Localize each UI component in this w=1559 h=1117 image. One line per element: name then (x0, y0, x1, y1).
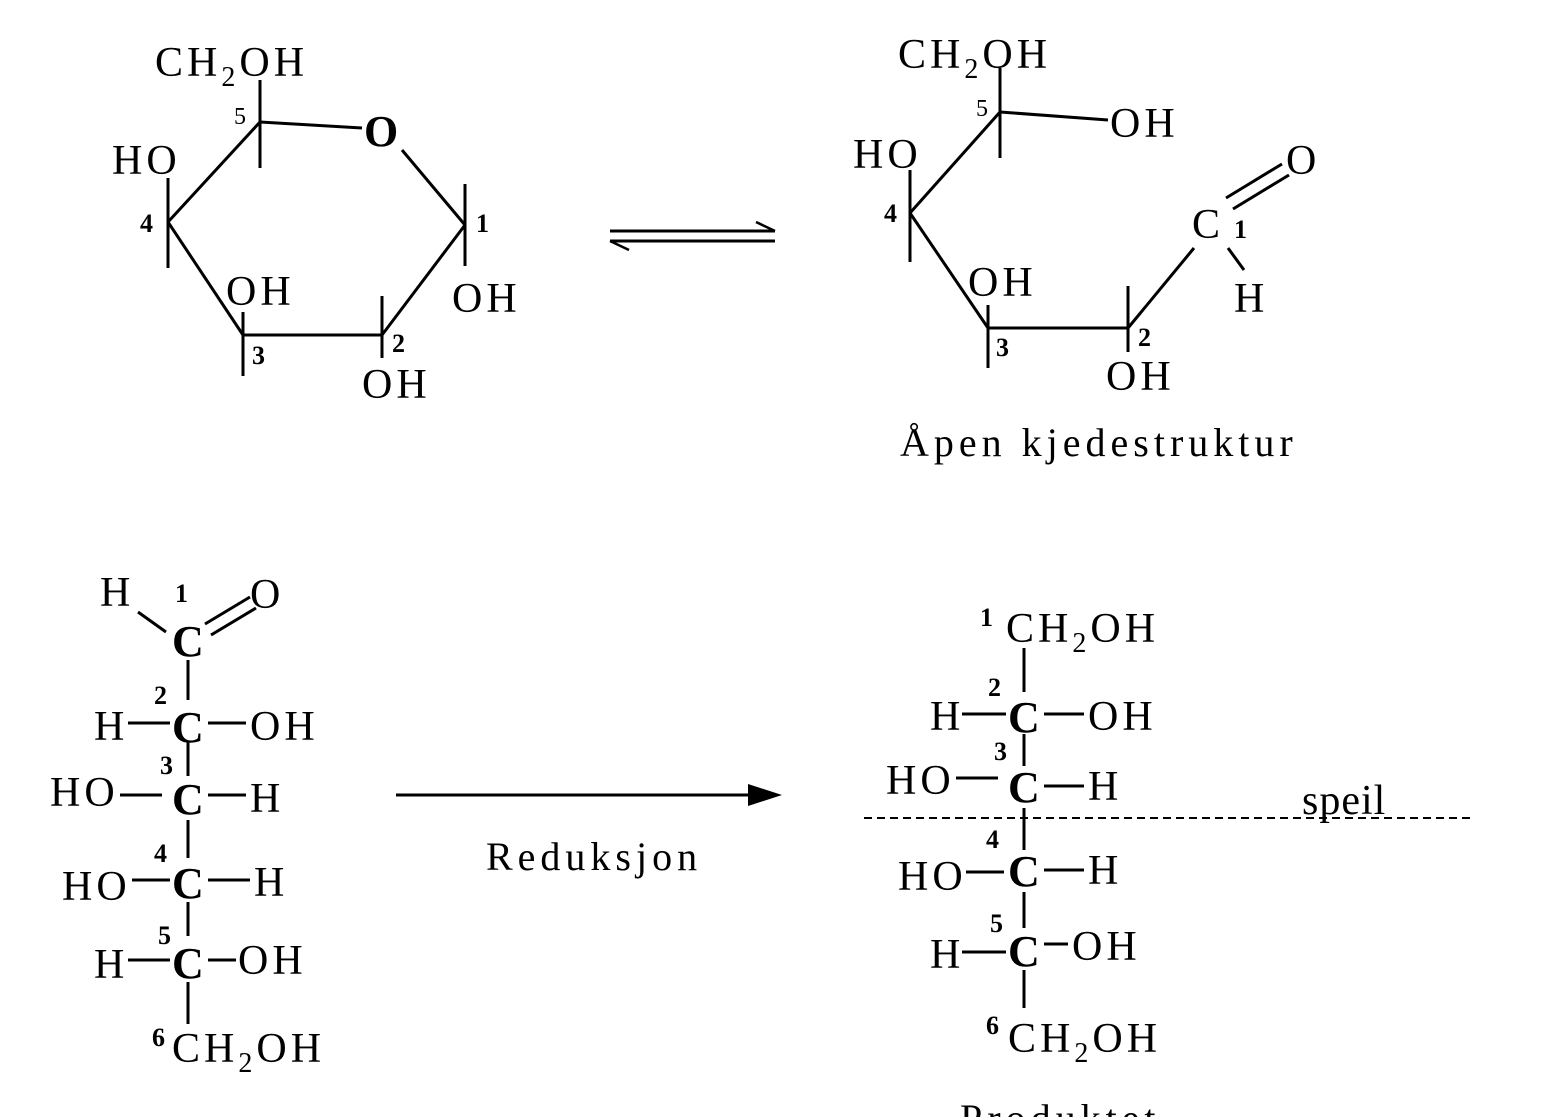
bond-c1-c2 (380, 224, 467, 336)
ring-number-1: 1 (476, 209, 489, 238)
ring-number-5: 5 (234, 104, 246, 130)
c1-carbon: C (172, 617, 204, 666)
c2-carbon: C (172, 703, 204, 752)
c2-carbon: C (1008, 693, 1040, 742)
c4-carbon: C (172, 859, 204, 908)
c5-carbon: C (1008, 927, 1040, 976)
fischer-number-2: 2 (154, 681, 167, 710)
c4-ho-label: HO (112, 138, 181, 184)
c1-hydrogen-label: H (1234, 276, 1268, 322)
c2-oh-label: OH (1106, 354, 1175, 400)
mirror-label: speil (1302, 778, 1386, 824)
bond-c5-o (259, 120, 363, 130)
c4-right-label: H (1088, 848, 1122, 894)
c2-left-label: H (94, 704, 128, 750)
c6-ch2oh-label: CH2OH (1008, 1016, 1161, 1069)
c2-oh-label: OH (362, 362, 431, 408)
bond-c1-o-b (1232, 173, 1290, 211)
reduction-arrow-head (748, 784, 782, 806)
c3-oh-label: OH (226, 269, 295, 315)
c4-carbon: C (1008, 847, 1040, 896)
fischer-number-5: 5 (158, 921, 171, 950)
bond-c1-o-a (1225, 162, 1283, 200)
open-chain-structure: CH2OH OH HO OH OH C O H 5 4 3 2 1 Åpen k… (853, 32, 1320, 465)
fischer-number-4: 4 (154, 839, 167, 868)
c5-ch2oh-label: CH2OH (898, 32, 1051, 85)
c1-h-label: H (100, 570, 134, 616)
bond-c1-o-b (210, 606, 257, 637)
bond-o-c1 (400, 149, 467, 226)
equilibrium-arrow (609, 220, 776, 252)
chain-number-2: 2 (1138, 323, 1151, 352)
bond-c1-h (137, 610, 167, 634)
ring-oxygen: O (364, 107, 398, 156)
c5-left-label: H (930, 932, 964, 978)
c4-left-label: HO (898, 854, 967, 900)
reverse-arrow-half-head (609, 239, 630, 252)
pyranose-ring-structure: O CH2OH HO OH OH OH 5 4 3 2 1 (112, 40, 521, 408)
ring-number-3: 3 (252, 341, 265, 370)
open-chain-caption: Åpen kjedestruktur (900, 420, 1298, 465)
forward-arrow-half-head (755, 220, 776, 233)
c3-right-label: H (1088, 764, 1122, 810)
c1-carbon-label: C (1192, 202, 1224, 248)
c3-right-label: H (250, 776, 284, 822)
chain-number-4: 4 (884, 199, 897, 228)
c1-ch2oh-label: CH2OH (1006, 606, 1159, 659)
alditol-number-4: 4 (986, 825, 999, 854)
c5-carbon: C (172, 939, 204, 988)
c3-oh-label: OH (968, 260, 1037, 306)
c4-right-label: H (254, 860, 288, 906)
c1-oxygen-label: O (1286, 138, 1320, 184)
c1-o-label: O (250, 572, 284, 618)
c4-left-label: HO (62, 864, 131, 910)
product-caption-cut-off: Produktet (960, 1096, 1161, 1117)
c6-ch2oh-label: CH2OH (172, 1026, 325, 1079)
bond-c4-c5 (166, 120, 262, 224)
c5-right-label: OH (238, 938, 307, 984)
bond-c4-c3 (908, 212, 990, 329)
alditol-number-6: 6 (986, 1011, 999, 1040)
c5-left-label: H (94, 942, 128, 988)
c5-ch2oh-label: CH2OH (155, 40, 308, 93)
alditol-number-5: 5 (990, 909, 1003, 938)
c2-right-label: OH (250, 704, 319, 750)
bond-c5-oh (999, 110, 1109, 122)
bond-c3-c4 (166, 221, 245, 336)
chain-number-1: 1 (1234, 215, 1247, 244)
alditol-number-1: 1 (980, 603, 993, 632)
fischer-number-3: 3 (160, 751, 173, 780)
c4-ho-label: HO (853, 132, 922, 178)
c3-left-label: HO (886, 758, 955, 804)
ring-number-2: 2 (392, 329, 405, 358)
fischer-alditol-structure: speil 1 CH2OH H C OH 2 HO C H 3 HO C H 4… (864, 603, 1474, 1117)
fischer-number-1: 1 (175, 579, 188, 608)
chain-number-5: 5 (976, 96, 988, 122)
c5-right-label: OH (1072, 924, 1141, 970)
reduction-label: Reduksjon (486, 834, 702, 879)
c3-carbon: C (1008, 763, 1040, 812)
alditol-number-2: 2 (988, 673, 1001, 702)
fischer-number-6: 6 (152, 1023, 165, 1052)
c1-oh-label: OH (452, 276, 521, 322)
c5-oh-label: OH (1110, 101, 1179, 147)
c3-carbon: C (172, 775, 204, 824)
c2-right-label: OH (1088, 694, 1157, 740)
bond-c1-h (1226, 247, 1246, 271)
ring-number-4: 4 (140, 209, 153, 238)
chain-number-3: 3 (996, 333, 1009, 362)
reduction-arrow: Reduksjon (396, 784, 782, 879)
bond-c1-o-a (204, 595, 251, 626)
c2-left-label: H (930, 694, 964, 740)
c3-left-label: HO (50, 770, 119, 816)
bond-c2-c1 (1126, 247, 1196, 329)
fischer-aldehyde-structure: H O C 1 H C OH 2 HO C H 3 HO C H 4 H C O… (50, 570, 325, 1079)
alditol-number-3: 3 (994, 737, 1007, 766)
bond-c5-c4 (908, 111, 1002, 214)
